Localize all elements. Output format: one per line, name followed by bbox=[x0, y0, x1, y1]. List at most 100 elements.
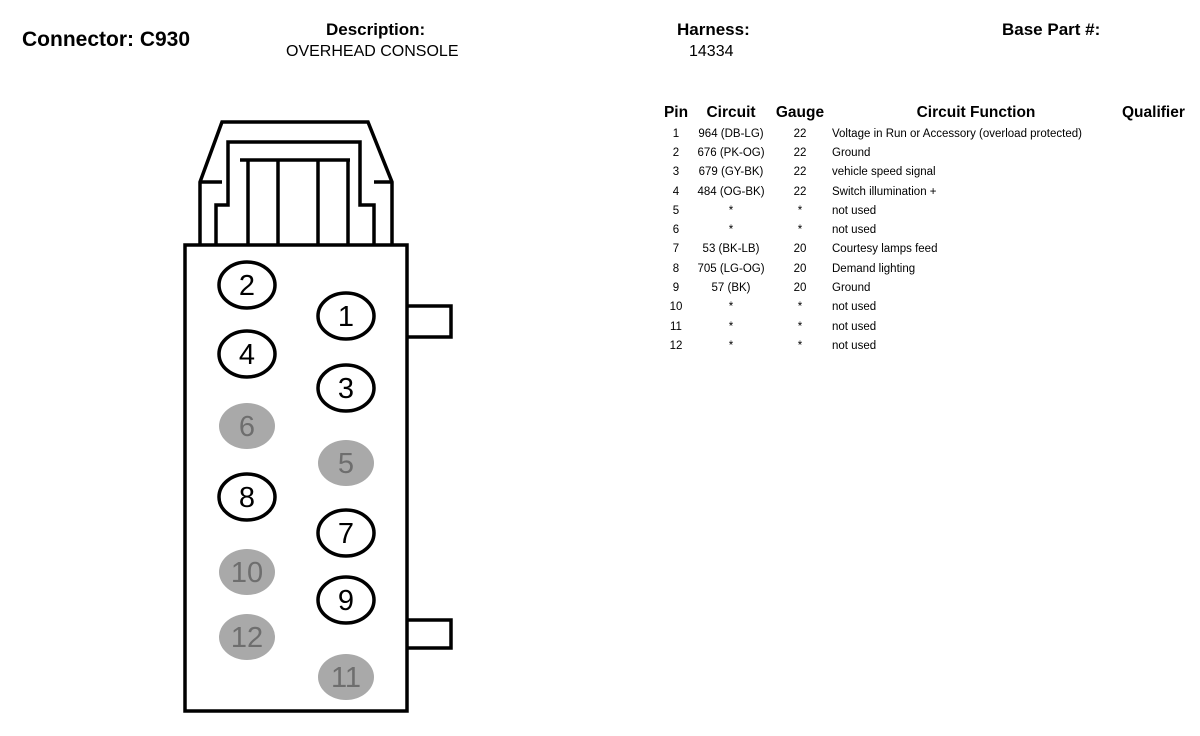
cell-pin: 9 bbox=[672, 282, 680, 295]
cell-qualifier bbox=[1122, 317, 1185, 336]
table-row: 10**not used bbox=[660, 298, 1185, 317]
description-value: OVERHEAD CONSOLE bbox=[286, 43, 459, 60]
cell-pin: 6 bbox=[672, 224, 680, 237]
pin-circle bbox=[219, 614, 275, 660]
cell-gauge: * bbox=[797, 339, 803, 352]
cell-circuit: 964 (DB-LG) bbox=[698, 127, 764, 140]
pin-cavities: 2 143 6 5 8 7 10 9 12 11 bbox=[217, 260, 376, 700]
pin-label: 2 bbox=[239, 270, 255, 302]
cell-circuit: * bbox=[728, 204, 734, 217]
cell-gauge: 22 bbox=[793, 146, 807, 159]
cell-pin: 7 bbox=[672, 243, 680, 256]
cell-pin: 3 bbox=[672, 166, 680, 179]
pin-circle bbox=[217, 260, 277, 310]
cell-circuit-function: not used bbox=[832, 301, 877, 314]
pin-cavity: 8 bbox=[217, 472, 277, 522]
cell-pin: 10 bbox=[669, 301, 683, 314]
pin-label: 8 bbox=[239, 482, 255, 514]
table-row: 3 679 (GY-BK) 22 vehicle speed signal bbox=[660, 163, 1185, 182]
pin-label: 10 bbox=[231, 557, 263, 589]
pin-cavity: 10 bbox=[219, 549, 275, 595]
cell-gauge: * bbox=[797, 204, 803, 217]
cell-qualifier bbox=[1122, 240, 1185, 259]
cell-qualifier bbox=[1122, 278, 1185, 297]
cell-circuit: 53 (BK-LB) bbox=[702, 243, 760, 256]
header-qualifier: Qualifier bbox=[1122, 104, 1185, 121]
pin-cavity: 2 bbox=[217, 260, 277, 310]
cell-circuit-function: not used bbox=[832, 224, 877, 237]
cell-gauge: * bbox=[797, 320, 803, 333]
cell-circuit: 484 (OG-BK) bbox=[697, 185, 765, 198]
pin-circle bbox=[316, 291, 376, 341]
pin-label: 12 bbox=[231, 622, 263, 654]
header-circuit: Circuit bbox=[706, 104, 756, 121]
pin-table-header: Pin Circuit Gauge Circuit Function Quali… bbox=[660, 102, 1185, 124]
cell-circuit-function: Voltage in Run or Accessory (overload pr… bbox=[832, 127, 1082, 140]
pin-cavity: 11 bbox=[318, 654, 374, 700]
pin-label: 6 bbox=[239, 411, 255, 443]
cell-circuit-function: Courtesy lamps feed bbox=[832, 243, 938, 256]
cell-circuit-function: not used bbox=[832, 320, 877, 333]
cell-pin: 1 bbox=[672, 127, 680, 140]
pin-circle bbox=[316, 363, 376, 413]
cell-qualifier bbox=[1122, 182, 1185, 201]
table-row: 6**not used bbox=[660, 220, 1185, 239]
cell-circuit: 679 (GY-BK) bbox=[698, 166, 764, 179]
connector-title: Connector: C930 bbox=[22, 28, 191, 51]
pin-cavity: 1 bbox=[316, 291, 376, 341]
connector-body bbox=[183, 243, 409, 713]
cell-gauge: 22 bbox=[793, 127, 807, 140]
cell-gauge: * bbox=[797, 301, 803, 314]
connector-key-upper bbox=[407, 304, 453, 339]
cell-circuit-function: Switch illumination + bbox=[832, 185, 937, 198]
pin-cavity: 5 bbox=[318, 440, 374, 486]
header-gauge: Gauge bbox=[775, 104, 825, 121]
pin-table: Pin Circuit Gauge Circuit Function Quali… bbox=[660, 102, 1185, 356]
base-part-label: Base Part #: bbox=[1002, 20, 1101, 39]
header-pin: Pin bbox=[663, 104, 689, 121]
pin-label: 11 bbox=[331, 662, 361, 694]
cell-circuit-function: vehicle speed signal bbox=[832, 166, 936, 179]
cell-pin: 11 bbox=[670, 320, 682, 333]
connector-key-lower bbox=[407, 618, 453, 650]
header-circuit-function: Circuit Function bbox=[916, 104, 1036, 121]
pin-cavity: 3 bbox=[316, 363, 376, 413]
cell-circuit: 705 (LG-OG) bbox=[697, 262, 765, 275]
cell-gauge: 20 bbox=[793, 262, 807, 275]
cell-gauge: 20 bbox=[793, 282, 807, 295]
cell-qualifier bbox=[1122, 201, 1185, 220]
pin-cavity: 4 bbox=[217, 329, 277, 379]
cell-circuit: * bbox=[728, 339, 734, 352]
pin-circle bbox=[219, 403, 275, 449]
table-row: 5**not used bbox=[660, 201, 1185, 220]
description-label: Description: bbox=[326, 20, 426, 39]
pin-circle bbox=[318, 440, 374, 486]
table-row: 1 964 (DB-LG) 22 Voltage in Run or Accessor… bbox=[660, 124, 1185, 143]
table-row: 9 57 (BK) 20 Ground bbox=[660, 278, 1185, 297]
cell-pin: 4 bbox=[672, 185, 680, 198]
pin-cavity: 6 bbox=[219, 403, 275, 449]
cell-gauge: * bbox=[797, 224, 803, 237]
cell-circuit: 57 (BK) bbox=[711, 282, 751, 295]
cell-pin: 2 bbox=[672, 146, 680, 159]
pin-circle bbox=[316, 508, 376, 558]
pin-circle bbox=[219, 549, 275, 595]
pin-label: 7 bbox=[338, 518, 354, 550]
table-row: 12 * * not used bbox=[660, 336, 1185, 355]
cell-pin: 12 bbox=[669, 339, 683, 352]
pin-cavity: 9 bbox=[316, 575, 376, 625]
cell-qualifier bbox=[1122, 163, 1185, 182]
cell-gauge: 22 bbox=[793, 166, 807, 179]
cell-circuit-function: not used bbox=[832, 339, 877, 352]
cell-circuit-function: Ground bbox=[832, 282, 871, 295]
pin-circle bbox=[316, 575, 376, 625]
cell-circuit: * bbox=[728, 320, 734, 333]
pin-circle bbox=[318, 654, 374, 700]
pin-label: 9 bbox=[338, 585, 354, 617]
pin-cavity: 12 bbox=[219, 614, 275, 660]
cell-qualifier bbox=[1122, 220, 1185, 239]
pin-label: 5 bbox=[338, 448, 354, 480]
